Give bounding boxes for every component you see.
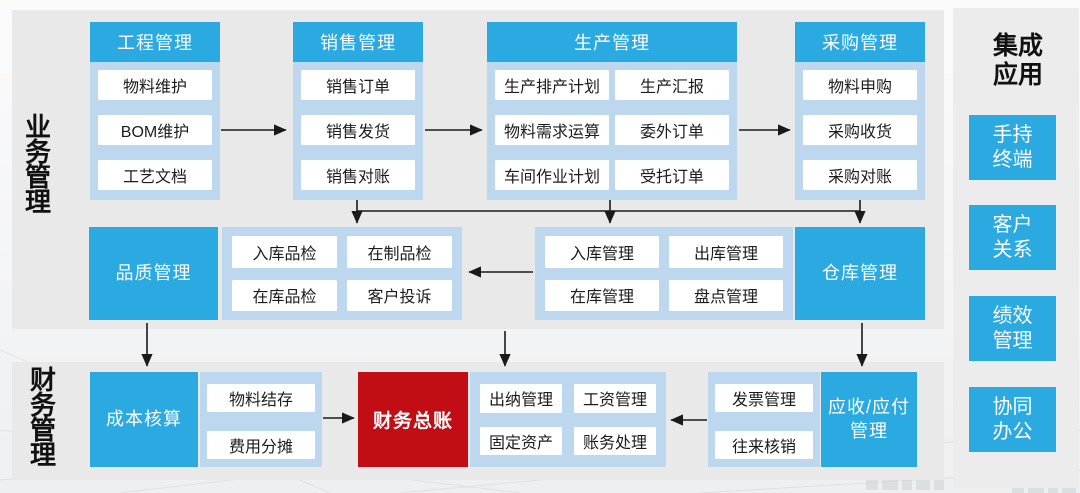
integration-app-performance: 绩效管理 — [969, 296, 1056, 361]
module-item: 销售对账 — [301, 160, 415, 190]
purchasing-header: 采购管理 — [795, 22, 925, 62]
quality-items-group: 入库品检 在制品检 在库品检 客户投诉 — [222, 227, 462, 320]
integration-app-handheld: 手持终端 — [969, 115, 1056, 180]
module-item: 生产排产计划 — [495, 70, 609, 100]
cost-items-group: 物料结存 费用分摊 — [200, 372, 322, 467]
quality-block: 品质管理 — [89, 227, 218, 320]
module-item: 在制品检 — [347, 236, 452, 268]
business-section-label: 业务管理 — [24, 112, 51, 217]
module-item: 物料需求运算 — [495, 115, 609, 145]
integration-app-label: 协同办公 — [992, 395, 1033, 443]
receivables-items-group: 发票管理 往来核销 — [708, 372, 820, 467]
module-item: 物料申购 — [803, 70, 917, 100]
module-item: 出库管理 — [669, 236, 783, 268]
module-item: 工艺文档 — [98, 160, 212, 190]
module-item: 在库品检 — [232, 279, 337, 311]
warehouse-items-group: 入库管理 出库管理 在库管理 盘点管理 — [535, 227, 793, 320]
integration-app-crm: 客户关系 — [969, 205, 1056, 270]
finance-section-label: 财务管理 — [29, 365, 56, 470]
module-item: BOM维护 — [98, 115, 212, 145]
module-item: 受托订单 — [615, 160, 729, 190]
integration-title: 集成应用 — [992, 32, 1043, 89]
module-item: 入库管理 — [545, 236, 659, 268]
module-item: 采购对账 — [803, 160, 917, 190]
module-item: 物料维护 — [98, 70, 212, 100]
engineering-column: 工程管理 物料维护 BOM维护 工艺文档 — [90, 22, 220, 200]
module-item: 物料结存 — [207, 384, 315, 412]
module-item: 入库品检 — [232, 236, 337, 268]
module-item: 生产汇报 — [615, 70, 729, 100]
integration-app-office: 协同办公 — [969, 387, 1056, 452]
module-item: 客户投诉 — [347, 279, 452, 311]
module-item: 销售发货 — [301, 115, 415, 145]
module-item: 出纳管理 — [480, 384, 562, 413]
module-item: 发票管理 — [715, 384, 813, 412]
purchasing-column: 采购管理 物料申购 采购收货 采购对账 — [795, 22, 925, 200]
module-item: 工资管理 — [574, 384, 656, 413]
receivables-block: 应收/应付管理 — [821, 372, 917, 467]
cost-block: 成本核算 — [90, 372, 198, 467]
module-item: 账务处理 — [574, 426, 656, 455]
module-item: 往来核销 — [715, 431, 813, 459]
module-item: 车间作业计划 — [495, 160, 609, 190]
ledger-items-group: 出纳管理 工资管理 固定资产 账务处理 — [470, 372, 666, 467]
production-header: 生产管理 — [487, 22, 737, 62]
receivables-block-label: 应收/应付管理 — [827, 397, 910, 441]
module-item: 销售订单 — [301, 70, 415, 100]
integration-app-label: 手持终端 — [992, 123, 1033, 171]
production-column: 生产管理 生产排产计划 生产汇报 物料需求运算 委外订单 车间作业计划 受托订单 — [487, 22, 737, 200]
integration-app-label: 绩效管理 — [992, 304, 1033, 352]
sales-column: 销售管理 销售订单 销售发货 销售对账 — [293, 22, 423, 200]
module-item: 采购收货 — [803, 115, 917, 145]
general-ledger-block: 财务总账 — [358, 372, 468, 467]
module-item: 费用分摊 — [207, 431, 315, 459]
sales-header: 销售管理 — [293, 22, 423, 62]
module-item: 盘点管理 — [669, 279, 783, 311]
module-item: 固定资产 — [480, 426, 562, 455]
module-item: 在库管理 — [545, 279, 659, 311]
integration-app-label: 客户关系 — [992, 213, 1033, 261]
warehouse-block: 仓库管理 — [795, 227, 925, 320]
engineering-header: 工程管理 — [90, 22, 220, 62]
module-item: 委外订单 — [615, 115, 729, 145]
